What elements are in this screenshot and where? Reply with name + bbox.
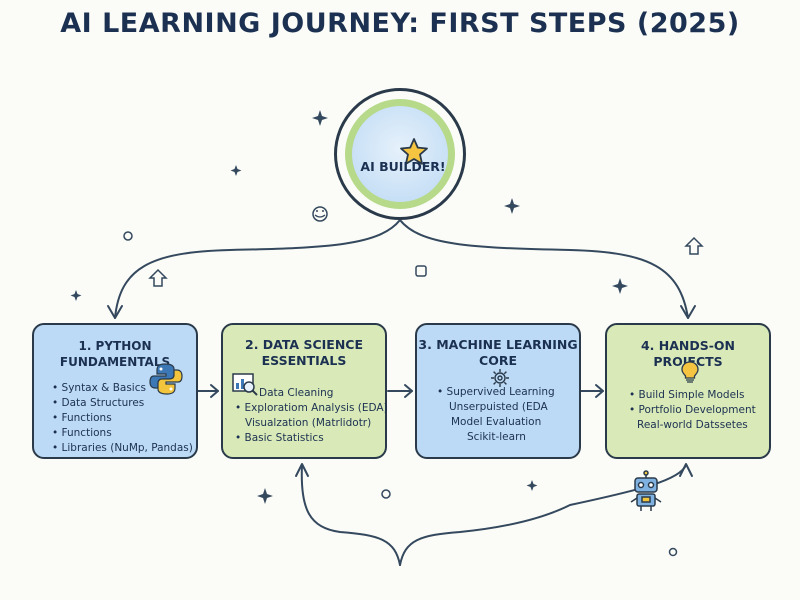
step-2-title-line-2: ESSENTIALS (261, 353, 347, 368)
smiley-decoration (314, 214, 326, 218)
chart-magnifier-icon (232, 373, 258, 396)
badge-ring (345, 99, 455, 209)
step-2-card: 2. DATA SCIENCE ESSENTIALS Data Cleaning… (221, 323, 388, 459)
python-logo-icon (149, 363, 183, 395)
list-item: • Portfolio Development (629, 404, 756, 416)
step-1-card: 1. PYTHON FUNDAMENTALS • Syntax & Basics… (32, 323, 198, 459)
list-item: Data Cleaning (259, 387, 334, 399)
list-item: Visualzation (Matrlidotr) (245, 417, 372, 429)
list-item: • Build Simple Models (629, 389, 745, 401)
lightbulb-icon (679, 359, 701, 383)
gear-icon (491, 369, 509, 387)
robot-icon (630, 470, 662, 511)
step-2-list: Data Cleaning • Exploratiom Analysis (ED… (235, 386, 388, 446)
hub-to-step1-arrow (114, 219, 401, 319)
dot-decoration (123, 231, 133, 241)
list-item: • Supervived Learning (437, 386, 555, 398)
step-4-card: 4. HANDS-ON PROJECTS • Build Simple Mode… (605, 323, 771, 459)
badge-label: AI BUILDER! (360, 159, 446, 174)
list-item: • Data Structures (52, 397, 145, 409)
step-2-title-line-1: 2. DATA SCIENCE (245, 337, 363, 352)
list-item: • Libraries (NuMp, Pandas) (52, 442, 193, 454)
step-1-title: 1. PYTHON FUNDAMENTALS (59, 339, 171, 369)
step-2-title: 2. DATA SCIENCE ESSENTIALS (223, 337, 385, 369)
step-3-card: 3. MACHINE LEARNING CORE • Supervived Le… (415, 323, 581, 459)
list-item: • Functions (52, 427, 112, 439)
ai-builder-badge: AI BUILDER! (334, 88, 466, 220)
step-3-list: • Supervived Learning Unserpuisted (EDA … (437, 385, 555, 445)
step-3-title-line-1: 3. MACHINE LEARNING (418, 337, 578, 352)
list-item: Real-world Datssetes (637, 419, 748, 431)
feedback-loop-arrow-left (300, 464, 401, 566)
step-4-list: • Build Simple Models • Portfolio Develo… (629, 388, 756, 433)
list-item: Unserpuisted (EDA (449, 401, 548, 413)
list-item: • Functions (52, 412, 112, 424)
list-item: • Exploratiom Analysis (EDA) (235, 402, 388, 414)
step-4-title: 4. HANDS-ON PROJECTS (640, 338, 736, 369)
star-icon (400, 138, 428, 165)
list-item: • Syntax & Basics (52, 382, 146, 394)
step-3-title-line-2: CORE (479, 353, 517, 368)
list-item: Scikit-learn (467, 431, 526, 443)
list-item: • Basic Statistics (235, 432, 324, 444)
hub-to-step4-arrow (399, 219, 689, 319)
step-3-title: 3. MACHINE LEARNING CORE (417, 337, 579, 369)
sparkle-decorations (70, 110, 628, 504)
page-title: AI LEARNING JOURNEY: FIRST STEPS (2025) (60, 8, 740, 39)
list-item: Model Evaluation (451, 416, 542, 428)
step-1-list: • Syntax & Basics • Data Structures • Fu… (52, 381, 193, 456)
